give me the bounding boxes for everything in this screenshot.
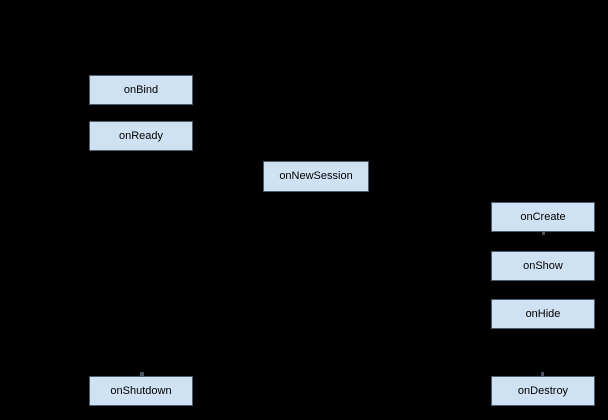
node-onready: onReady [89, 121, 193, 151]
node-onshow-label: onShow [523, 259, 563, 272]
node-onready-label: onReady [118, 129, 164, 142]
node-onhide: onHide [491, 299, 595, 329]
node-oncreate: onCreate [491, 202, 595, 232]
connector-tip-artifact [542, 232, 545, 235]
node-onhide-label: onHide [525, 307, 561, 320]
connector-tip-artifact [541, 372, 544, 376]
node-oncreate-label: onCreate [520, 210, 566, 223]
node-ondestroy-label: onDestroy [517, 384, 569, 397]
node-onnewsession: onNewSession [263, 161, 369, 192]
node-onshow: onShow [491, 251, 595, 281]
connector-tip-artifact [140, 372, 144, 376]
node-onbind-label: onBind [123, 83, 159, 96]
node-onshutdown-label: onShutdown [110, 384, 172, 397]
node-onbind: onBind [89, 75, 193, 105]
node-onshutdown: onShutdown [89, 376, 193, 406]
node-onnewsession-label: onNewSession [279, 170, 353, 182]
node-ondestroy: onDestroy [491, 376, 595, 406]
